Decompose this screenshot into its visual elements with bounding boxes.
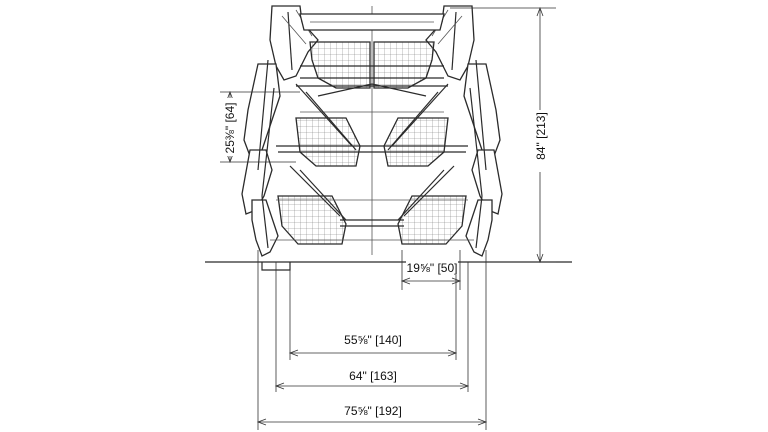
label-cage-depth: 19⅝" [50] [407, 261, 458, 275]
label-overall-height: 84" [213] [534, 112, 548, 160]
dim-walkway [288, 262, 458, 360]
dim-cage-depth [400, 250, 462, 290]
label-base-width: 64" [163] [349, 369, 397, 383]
dropping-boards [289, 83, 455, 221]
dim-overall-width [256, 250, 488, 430]
cage-tier-top [296, 41, 448, 97]
cage-tier-bottom [270, 195, 474, 245]
label-tier-spacing: 25⅜" [64] [223, 103, 237, 154]
top-crossbar [299, 13, 445, 31]
label-walkway: 55⅝" [140] [344, 333, 402, 347]
label-overall-width: 75⅝" [192] [344, 404, 402, 418]
right-frame [425, 5, 503, 257]
dim-base-width [274, 262, 470, 392]
left-frame [241, 5, 319, 257]
